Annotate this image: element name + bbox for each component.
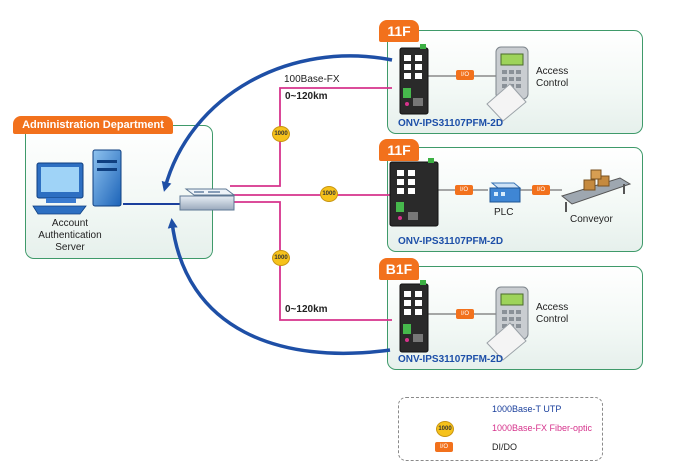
plc-label: PLC [494, 207, 514, 218]
floor-11f-middle-tab: 11F [379, 139, 419, 161]
fiber-link-top [230, 87, 392, 187]
industrial-switch-bottom-icon [399, 280, 429, 353]
fiber-type-label: 100Base-FX [284, 74, 340, 85]
access-control-terminal-bottom-icon [486, 286, 529, 361]
fiber-speed-badge-middle: 1000 [320, 186, 338, 202]
legend-utp-label: 1000Base-T UTP [492, 404, 562, 414]
model-label-top: ONV-IPS31107PFM-2D [398, 118, 504, 129]
uplink-arrow-bottom [167, 218, 391, 355]
access-control-label-top: Access Control [536, 66, 569, 89]
legend [398, 397, 603, 461]
conveyor-icon [560, 169, 632, 212]
legend-fiber-label: 1000Base-FX Fiber-optic [492, 423, 593, 433]
uplink-arrow-top [161, 54, 393, 192]
core-switch-icon [179, 188, 236, 211]
fiber-speed-badge-bottom: 1000 [272, 250, 290, 266]
io-badge-top: I/O [456, 70, 474, 80]
io-badge-mid-conveyor: I/O [532, 185, 550, 195]
io-badge-mid-plc: I/O [455, 185, 473, 195]
model-label-bottom: ONV-IPS31107PFM-2D [398, 354, 504, 365]
fiber-link-bottom [230, 201, 392, 321]
industrial-switch-middle-icon [389, 158, 439, 227]
legend-fiber-badge: 1000 [436, 421, 454, 437]
distance-bottom-label: 0~120km [285, 304, 328, 315]
access-control-label-bottom: Access Control [536, 302, 569, 325]
server-label: Account Authentication Server [38, 218, 102, 253]
server-computer-icon [32, 149, 122, 215]
floor-b1f-tab: B1F [379, 258, 419, 280]
industrial-switch-top-icon [399, 44, 429, 115]
admin-department-tab: Administration Department [13, 116, 173, 134]
model-label-middle: ONV-IPS31107PFM-2D [398, 236, 504, 247]
io-badge-bottom: I/O [456, 309, 474, 319]
floor-11f-top-tab: 11F [379, 20, 419, 42]
conveyor-label: Conveyor [570, 214, 613, 225]
fiber-speed-badge-top: 1000 [272, 126, 290, 142]
access-control-terminal-top-icon [486, 46, 529, 122]
plc-icon [489, 182, 522, 203]
distance-top-label: 0~120km [285, 91, 328, 102]
legend-dido-badge: I/O [435, 442, 453, 452]
legend-dido-label: DI/DO [492, 442, 518, 452]
